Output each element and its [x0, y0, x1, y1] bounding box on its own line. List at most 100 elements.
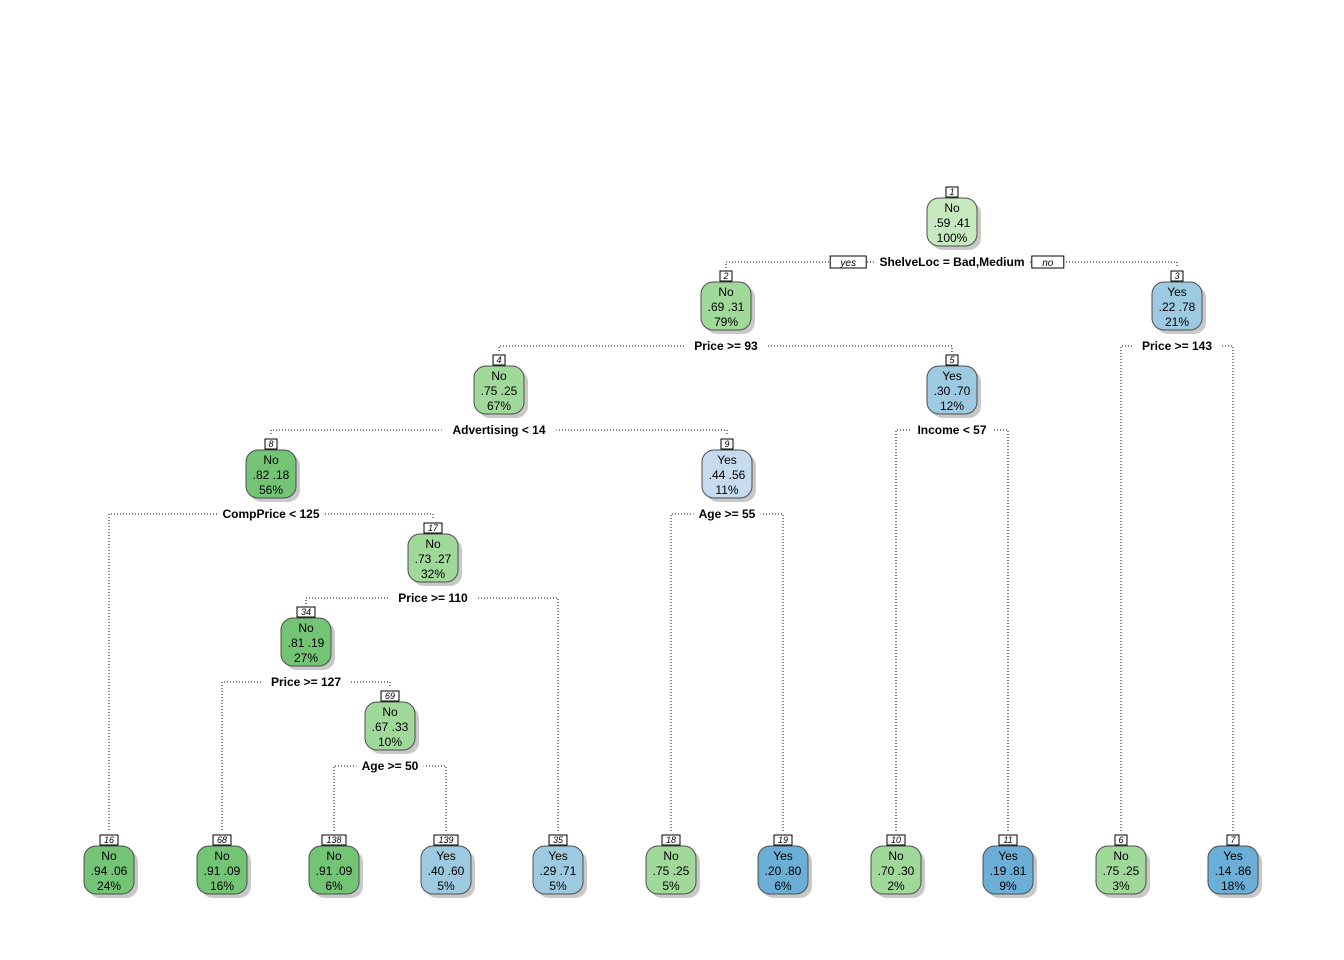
tree-node: No.70 .302%10	[870, 834, 925, 898]
node-percent: 24%	[97, 879, 121, 893]
node-box	[1151, 281, 1203, 331]
node-class: Yes	[1223, 849, 1243, 863]
node-id-box	[719, 270, 733, 282]
tree-edge	[108, 513, 271, 832]
node-id-box	[99, 834, 119, 846]
node-probs: .91 .09	[316, 864, 353, 878]
node-id: 34	[301, 607, 311, 617]
node-id: 4	[496, 355, 501, 365]
node-id-box	[423, 522, 443, 534]
node-id: 5	[949, 355, 955, 365]
node-probs: .73 .27	[415, 552, 452, 566]
node-box	[926, 365, 978, 415]
tree-edge	[952, 429, 1009, 832]
node-box	[757, 845, 809, 895]
node-box	[473, 365, 525, 415]
node-probs: .82 .18	[253, 468, 290, 482]
node-percent: 21%	[1165, 315, 1189, 329]
node-id-box	[433, 834, 459, 846]
tree-edge	[726, 345, 953, 352]
node-box	[532, 845, 584, 895]
node-box	[308, 845, 360, 895]
tree-edge	[670, 513, 727, 832]
node-probs: .91 .09	[204, 864, 241, 878]
node-id-box	[720, 438, 734, 450]
node-percent: 3%	[1112, 879, 1130, 893]
split-label: Price >= 110	[398, 591, 468, 605]
node-id-box	[1226, 834, 1240, 846]
split-label-bg	[911, 423, 993, 437]
split-label-bg	[262, 675, 350, 689]
node-id-box	[773, 834, 793, 846]
node-percent: 56%	[259, 483, 283, 497]
split-label: Age >= 55	[699, 507, 756, 521]
node-id-box	[380, 690, 400, 702]
node-id: 18	[666, 835, 676, 845]
node-id: 68	[217, 835, 227, 845]
node-box	[245, 449, 297, 499]
node-class: Yes	[998, 849, 1018, 863]
node-id: 17	[428, 523, 439, 533]
node-id: 69	[385, 691, 395, 701]
tree-edge	[499, 429, 728, 436]
node-class: No	[1113, 849, 1129, 863]
node-id-box	[296, 606, 316, 618]
node-id: 138	[326, 835, 341, 845]
node-class: No	[263, 453, 279, 467]
node-id-box	[1114, 834, 1128, 846]
node-id: 8	[268, 439, 273, 449]
node-id: 7	[1230, 835, 1236, 845]
yes-branch-box	[829, 255, 867, 269]
node-probs: .59 .41	[934, 216, 971, 230]
tree-edges	[108, 261, 1234, 832]
tree-edge	[1177, 345, 1234, 832]
node-probs: .81 .19	[288, 636, 325, 650]
split-label: Age >= 50	[362, 759, 419, 773]
node-id-box	[264, 438, 278, 450]
node-probs: .75 .25	[653, 864, 690, 878]
split-label-bg	[874, 255, 1030, 269]
node-id: 9	[724, 439, 729, 449]
tree-edge	[390, 765, 447, 832]
node-probs: .40 .60	[428, 864, 465, 878]
tree-node: Yes.19 .819%11	[982, 834, 1037, 898]
node-id: 19	[778, 835, 788, 845]
split-label: CompPrice < 125	[222, 507, 319, 521]
node-class: Yes	[717, 453, 737, 467]
node-percent: 5%	[437, 879, 455, 893]
node-id-box	[321, 834, 347, 846]
node-percent: 2%	[887, 879, 905, 893]
node-box	[280, 617, 332, 667]
node-id: 16	[104, 835, 114, 845]
node-id-box	[945, 186, 959, 198]
node-probs: .94 .06	[91, 864, 128, 878]
node-probs: .30 .70	[934, 384, 971, 398]
node-class: Yes	[1167, 285, 1187, 299]
node-id: 1	[949, 187, 954, 197]
node-percent: 18%	[1221, 879, 1245, 893]
node-box	[364, 701, 416, 751]
node-probs: .75 .25	[1103, 864, 1140, 878]
split-label: ShelveLoc = Bad,Medium	[879, 255, 1024, 269]
node-id-box	[492, 354, 506, 366]
node-box	[1095, 845, 1147, 895]
node-class: No	[491, 369, 507, 383]
node-probs: .70 .30	[878, 864, 915, 878]
node-probs: .29 .71	[540, 864, 577, 878]
no-branch-box	[1031, 255, 1065, 269]
node-id-box	[661, 834, 681, 846]
node-box	[645, 845, 697, 895]
node-class: No	[718, 285, 734, 299]
no-branch-label: no	[1042, 258, 1054, 269]
node-percent: 27%	[294, 651, 318, 665]
tree-edge	[270, 429, 499, 436]
split-label-bg	[441, 423, 557, 437]
node-class: No	[944, 201, 960, 215]
node-box	[1207, 845, 1259, 895]
